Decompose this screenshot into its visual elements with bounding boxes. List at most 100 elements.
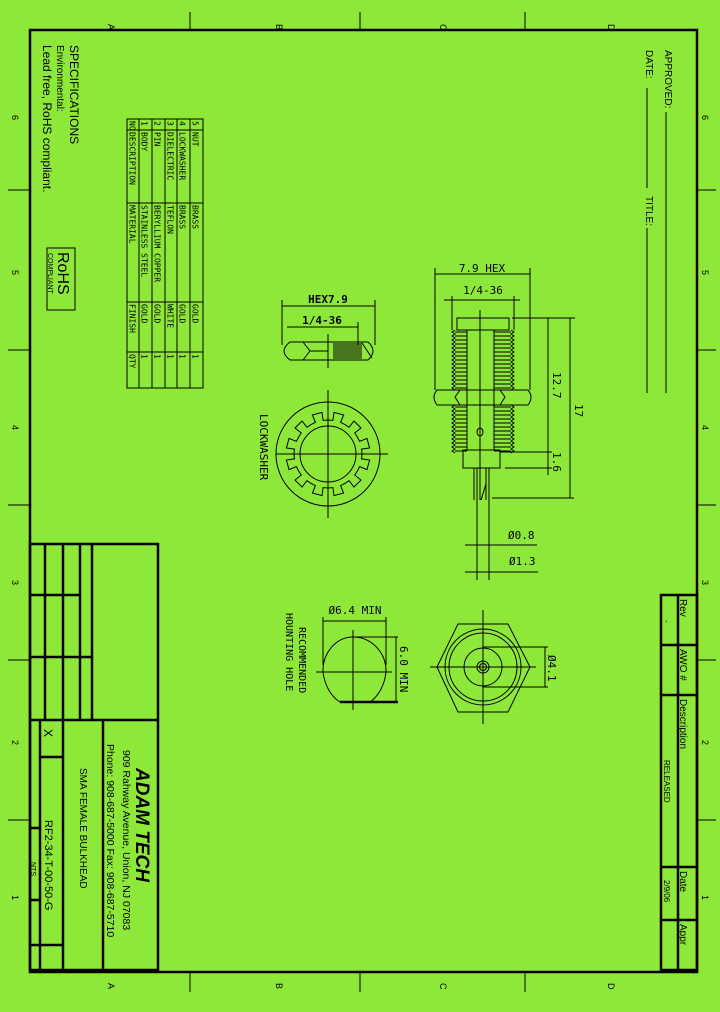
column-marker: A [106, 24, 116, 30]
dim-12-7: 12.7 [550, 372, 563, 399]
nut-hex-dim: HEX7.9 [308, 293, 348, 306]
thread-profile [510, 329, 515, 391]
column-marker: D [606, 24, 616, 31]
specifications: SPECIFICATIONS Environmental: Lead free,… [40, 45, 81, 192]
bom-cell: 2 [153, 121, 162, 126]
nut-thread-dim: 1/4-36 [302, 314, 342, 327]
company-name: ADAM TECH [131, 767, 152, 883]
rohs-compliant-text: COMPLIANT [46, 253, 53, 295]
bom-cell: GOLD [140, 304, 149, 323]
revision-cell: - [662, 620, 671, 623]
bom-cell: WHITE [166, 304, 175, 328]
bom-cell: NUT [191, 132, 200, 147]
title-label: TITLE: [643, 196, 654, 226]
row-marker: 2 [10, 740, 20, 745]
bom-cell: 1 [140, 354, 149, 359]
title-block: ADAM TECH 909 Rahway Avenue, Union, NJ 0… [28, 542, 160, 972]
bom-cell: LOCKWASHER [178, 132, 187, 180]
bom-cell: 1 [140, 121, 149, 126]
bom-header-cell: DESCRIPTION [128, 132, 137, 185]
bom-cell: 5 [191, 121, 200, 126]
lockwasher-label: LOCKWASHER [257, 414, 270, 481]
row-marker: 2 [700, 740, 710, 745]
row-marker: 5 [10, 270, 20, 275]
bom-table: NODESCRIPTIONMATERIALFINISHQTY1BODYSTAIN… [126, 118, 204, 389]
lockwasher-view: LOCKWASHER [257, 390, 388, 518]
hole-width-dim: Ø6.4 MIN [329, 604, 382, 617]
front-diameter-dim: Ø4.1 [545, 655, 558, 682]
hole-height-dim: 6.0 MIN [397, 646, 410, 692]
hole-label-recommended: RECOMMENDED [296, 627, 307, 693]
bom-cell: GOLD [191, 304, 200, 323]
bom-cell: BERYLLIUM COPPER [153, 205, 162, 282]
scale: NTS [29, 862, 36, 876]
sheet-border [28, 28, 699, 974]
specs-environmental: Environmental: [54, 45, 65, 112]
bom-cell: TEFLON [166, 205, 175, 234]
row-marker: 6 [700, 115, 710, 120]
bom-cell: STAINLESS STEEL [140, 205, 149, 277]
part-number: RF2-34-T-00-50-G [42, 820, 54, 910]
bom-header-cell: MATERIAL [128, 205, 137, 244]
column-marker: C [438, 24, 448, 31]
column-marker: D [606, 983, 616, 990]
bom-cell: BRASS [191, 205, 200, 229]
row-marker: 6 [10, 115, 20, 120]
dielectric-diameter-dim: Ø1.3 [509, 555, 536, 568]
thread-profile [451, 404, 456, 454]
row-marker: 5 [700, 270, 710, 275]
revision-cell: RELEASED [662, 760, 671, 803]
company-phone: Phone: 908-687-5000 Fax: 908-687-5710 [104, 744, 116, 937]
specs-lead-free: Lead free, RoHS compliant. [40, 45, 54, 192]
bom-header-cell: FINISH [128, 304, 137, 333]
bom-cell: BODY [140, 132, 149, 151]
thread-profile [451, 329, 456, 391]
thread-profile [510, 404, 515, 454]
approved-label: APPROVED: [662, 50, 673, 108]
row-marker: 3 [700, 580, 710, 585]
column-marker: B [274, 24, 284, 30]
bom-cell: BRASS [178, 205, 187, 229]
revision-header: Description [677, 699, 688, 749]
row-marker: 1 [700, 895, 710, 900]
specs-title: SPECIFICATIONS [67, 45, 81, 144]
connector-side-view: 7.9 HEX 1/4-36 12.7 17 1.6 Ø0.8 Ø1.3 [433, 262, 585, 580]
revision-cell: 2/9/06 [662, 880, 671, 903]
column-marker: B [274, 983, 284, 989]
nut-side-view: HEX7.9 1/4-36 [281, 293, 376, 368]
revision-header: Appr [677, 924, 688, 946]
bom-cell: 1 [191, 354, 200, 359]
row-marker: 1 [10, 895, 20, 900]
bom-cell: 3 [166, 121, 175, 126]
bom-cell: PIN [153, 132, 162, 147]
lockwasher-teeth [285, 411, 371, 497]
bom-cell: 1 [166, 354, 175, 359]
dim-1-6: 1.6 [550, 452, 563, 472]
bom-cell: 4 [178, 121, 187, 126]
column-marker: A [106, 983, 116, 989]
body-thread-dim: 1/4-36 [463, 284, 503, 297]
mounting-hole-view: Ø6.4 MIN 6.0 MIN RECOMMENDED HOUNTING HO… [283, 604, 410, 710]
revision-header: AWO # [677, 649, 688, 681]
bom-cell: 1 [153, 354, 162, 359]
body-hex-dim: 7.9 HEX [459, 262, 506, 275]
row-marker: 3 [10, 580, 20, 585]
revision-header: Rev [677, 599, 688, 617]
sheet-size: X [41, 729, 55, 737]
pin-diameter-dim: Ø0.8 [508, 529, 535, 542]
hole-label-mounting: HOUNTING HOLE [283, 613, 294, 691]
column-marker: C [438, 983, 448, 990]
row-marker: 4 [700, 425, 710, 430]
bom-cell: GOLD [153, 304, 162, 323]
bom-header-cell: NO [128, 121, 137, 131]
bom-cell: GOLD [178, 304, 187, 323]
bom-header-cell: QTY [128, 354, 137, 369]
date-label: DATE: [643, 50, 654, 79]
connector-front-view: Ø4.1 [430, 610, 558, 724]
company-address: 909 Rahway Avenue, Union, NJ 07083 [120, 750, 132, 930]
rohs-logo: RoHS COMPLIANT [46, 247, 76, 311]
